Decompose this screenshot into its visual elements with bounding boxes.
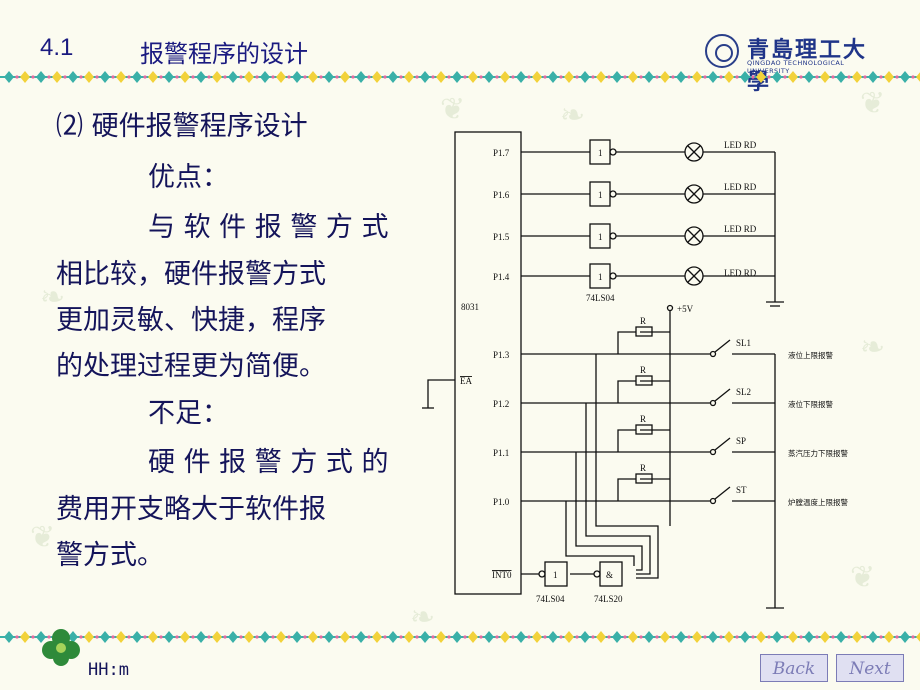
gate-symbol: 1 <box>553 570 558 580</box>
back-button[interactable]: Back <box>760 654 828 682</box>
int0-label: INT0 <box>492 570 512 580</box>
section-number: 4.1 <box>40 34 74 61</box>
switch-label: SL1 <box>736 338 751 348</box>
pin-label: P1.7 <box>493 148 510 158</box>
page-title: 报警程序的设计 <box>140 40 308 68</box>
text-line: 优点： <box>148 162 229 193</box>
university-seal-icon <box>705 34 739 68</box>
footer-label: HH:m <box>88 660 129 680</box>
pin-label: P1.1 <box>493 448 509 458</box>
led-label: LED RD <box>724 182 757 192</box>
text-line: 不足： <box>148 398 229 429</box>
gate-symbol: 1 <box>598 232 603 242</box>
resistor-label: R <box>640 316 646 326</box>
chip-label: 8031 <box>461 302 479 312</box>
alarm-circuit-diagram: 8031 P1.7 P1.6 P1.5 P1.4 P1.3 P1.2 P1.1 … <box>422 131 848 609</box>
text-line: 更加灵敏、快捷，程序 <box>56 305 326 336</box>
pin-label: P1.0 <box>493 497 510 507</box>
gate-symbol: 1 <box>598 148 603 158</box>
text-line: 硬 件 报 警 方 式 的 <box>148 447 389 478</box>
pin-label: P1.3 <box>493 350 510 360</box>
gate-symbol: 1 <box>598 190 603 200</box>
resistor-label: R <box>640 365 646 375</box>
inverter-chip-label: 74LS04 <box>536 594 565 604</box>
switch-label: SL2 <box>736 387 751 397</box>
pin-label: P1.4 <box>493 272 510 282</box>
text-line: 的处理过程更为简便。 <box>56 351 326 382</box>
alarm-label: 蒸汽压力下限报警 <box>788 448 848 458</box>
pin-label: P1.2 <box>493 399 509 409</box>
text-line: 与 软 件 报 警 方 式 <box>148 212 389 243</box>
pin-label: P1.6 <box>493 190 510 200</box>
resistor-label: R <box>640 414 646 424</box>
led-label: LED RD <box>724 140 757 150</box>
resistor-label: R <box>640 463 646 473</box>
inverter-chip-label: 74LS04 <box>586 293 615 303</box>
nand-chip-label: 74LS20 <box>594 594 623 604</box>
ea-label: EA <box>460 376 472 386</box>
decorative-band-bottom <box>0 631 920 643</box>
pin-label: P1.5 <box>493 232 510 242</box>
supply-label: +5V <box>677 304 694 314</box>
next-button[interactable]: Next <box>836 654 904 682</box>
alarm-label: 液位下限报警 <box>788 399 833 409</box>
university-logo: 青島理工大學 QINGDAO TECHNOLOGICAL UNIVERSITY <box>705 30 885 95</box>
logo-text: 青島理工大學 <box>747 37 868 95</box>
text-line: 警方式。 <box>56 540 164 571</box>
logo-subtext: QINGDAO TECHNOLOGICAL UNIVERSITY <box>747 59 845 75</box>
alarm-label: 炉膛温度上限报警 <box>788 497 848 507</box>
led-label: LED RD <box>724 268 757 278</box>
gate-symbol: 1 <box>598 272 603 282</box>
text-line: 相比较，硬件报警方式 <box>56 259 326 290</box>
switch-label: SP <box>736 436 746 446</box>
switch-label: ST <box>736 485 747 495</box>
clover-icon <box>42 629 80 666</box>
text-line: 费用开支略大于软件报 <box>56 494 326 525</box>
alarm-label: 液位上限报警 <box>788 350 833 360</box>
decorative-band-top <box>0 71 920 83</box>
gate-symbol: & <box>606 570 613 580</box>
led-label: LED RD <box>724 224 757 234</box>
section-heading: ⑵ 硬件报警程序设计 <box>56 111 308 142</box>
